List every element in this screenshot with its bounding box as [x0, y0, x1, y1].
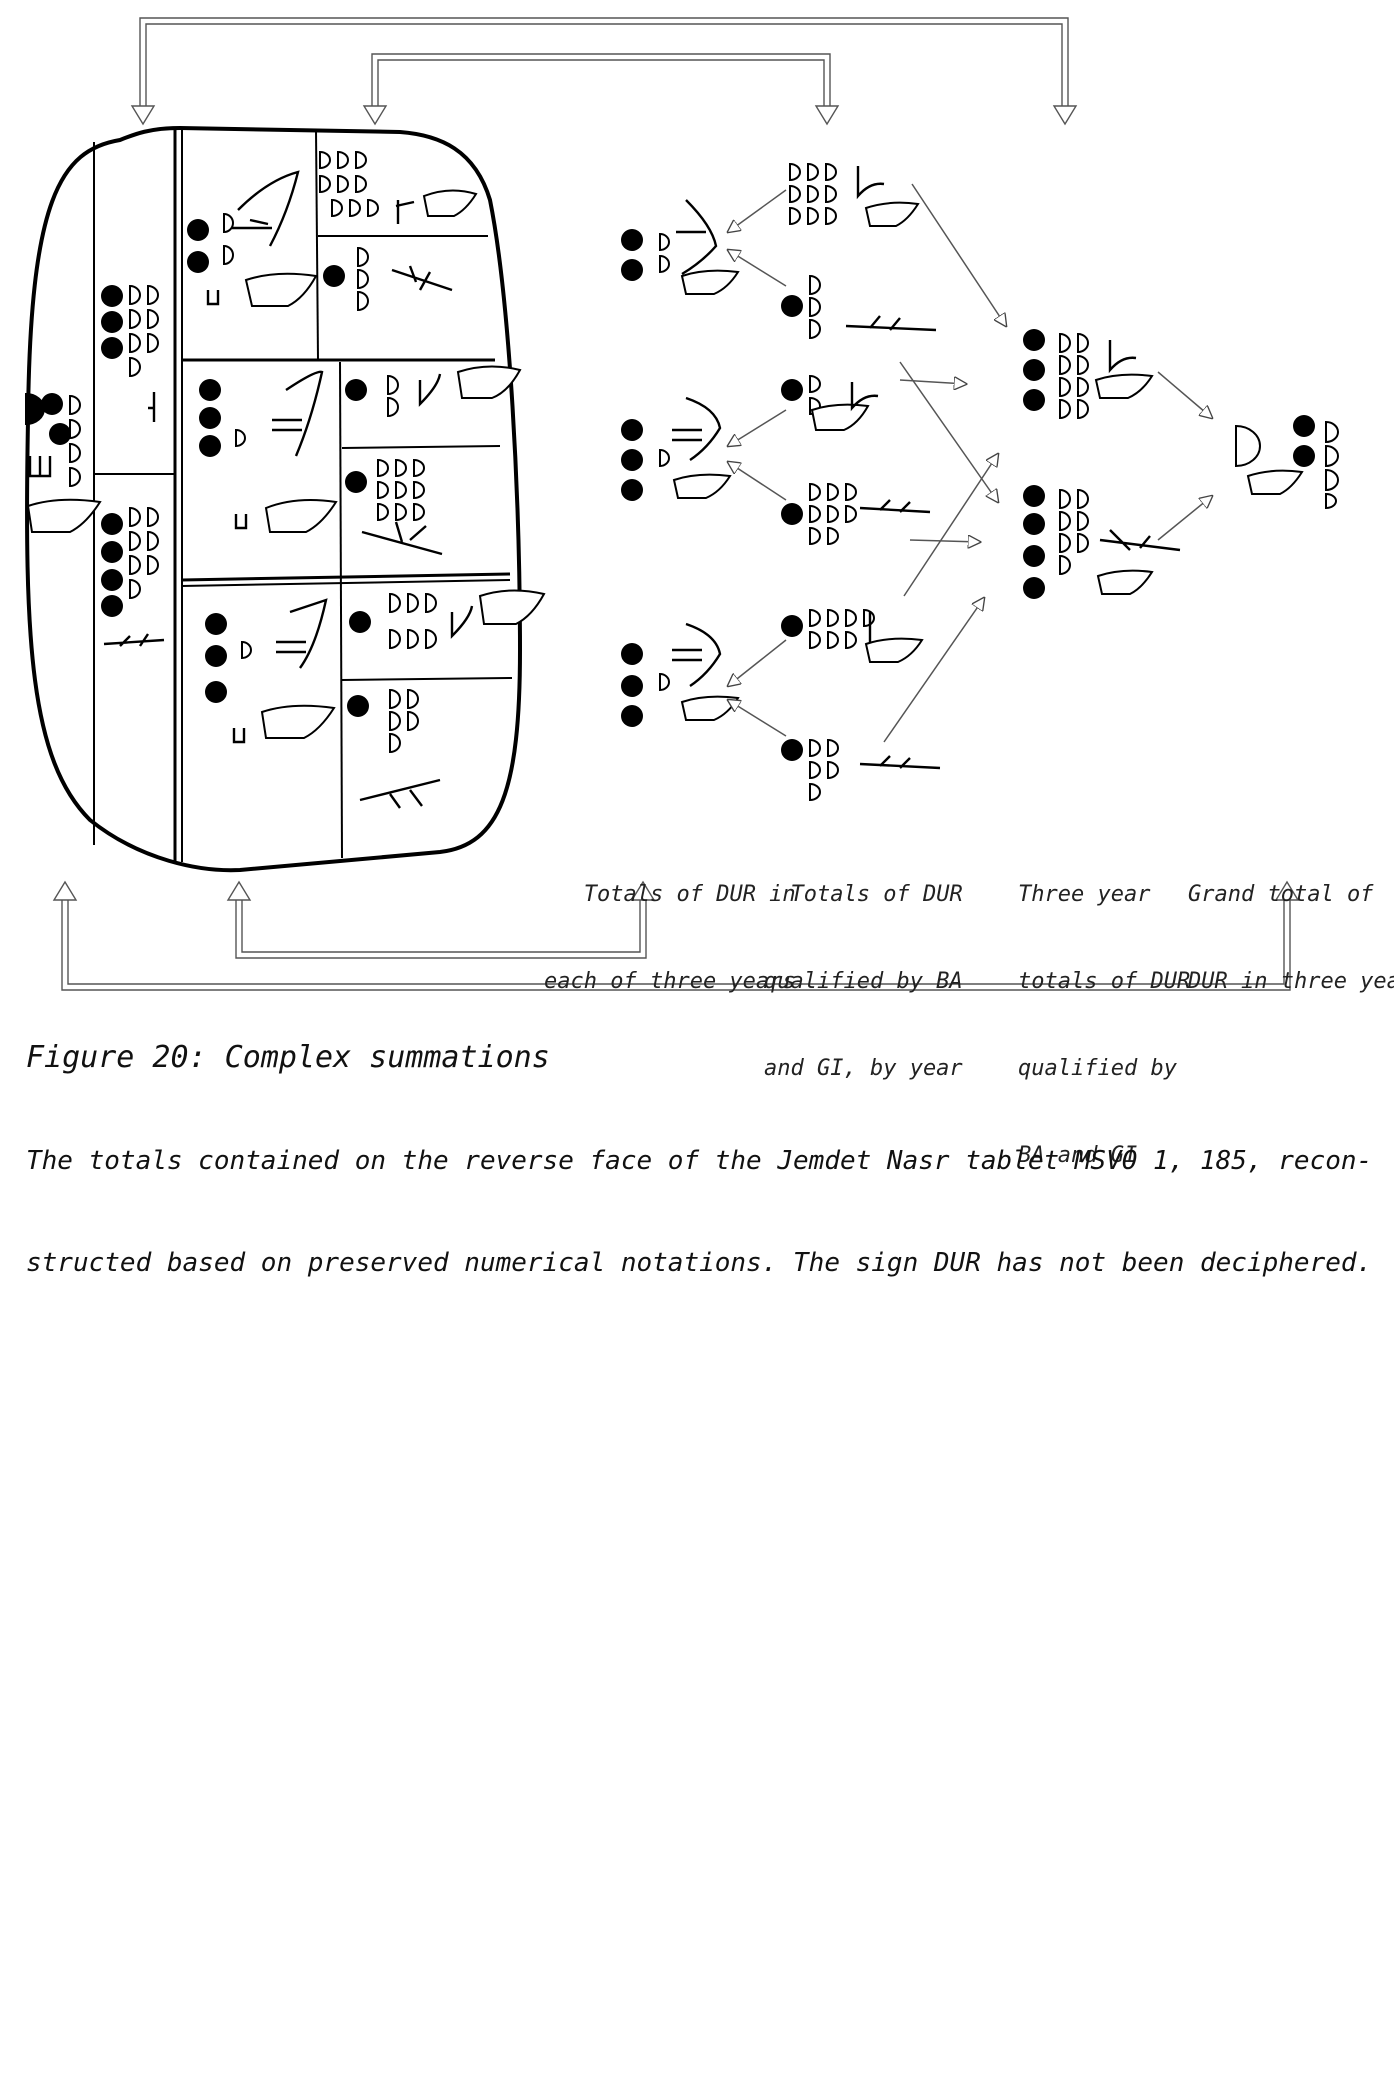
label-col2-line: Totals of DUR: [764, 880, 963, 909]
label-col1-line: each of three years: [544, 967, 796, 996]
label-col2-line: qualified by BA: [764, 967, 963, 996]
label-col4: Grand total of DUR in three years: [1188, 822, 1394, 1025]
label-col3-line: Three year: [1018, 880, 1190, 909]
arrow-icon: [728, 184, 1212, 742]
caption-line: structed based on preserved numerical no…: [26, 1246, 1395, 1280]
label-col4-line: Grand total of: [1188, 880, 1394, 909]
label-col1: Totals of DUR in each of three years: [544, 822, 796, 1025]
arrow-icon: [54, 106, 1298, 900]
figure-caption: The totals contained on the reverse face…: [26, 1076, 1395, 1314]
label-col1-line: Totals of DUR in: [544, 880, 796, 909]
label-col2: Totals of DUR qualified by BA and GI, by…: [764, 822, 963, 1112]
figure-title: Figure 20: Complex summations: [26, 1040, 550, 1075]
label-col3-line: totals of DUR: [1018, 967, 1190, 996]
label-col4-line: DUR in three years: [1188, 967, 1394, 996]
caption-line: The totals contained on the reverse face…: [26, 1144, 1395, 1178]
